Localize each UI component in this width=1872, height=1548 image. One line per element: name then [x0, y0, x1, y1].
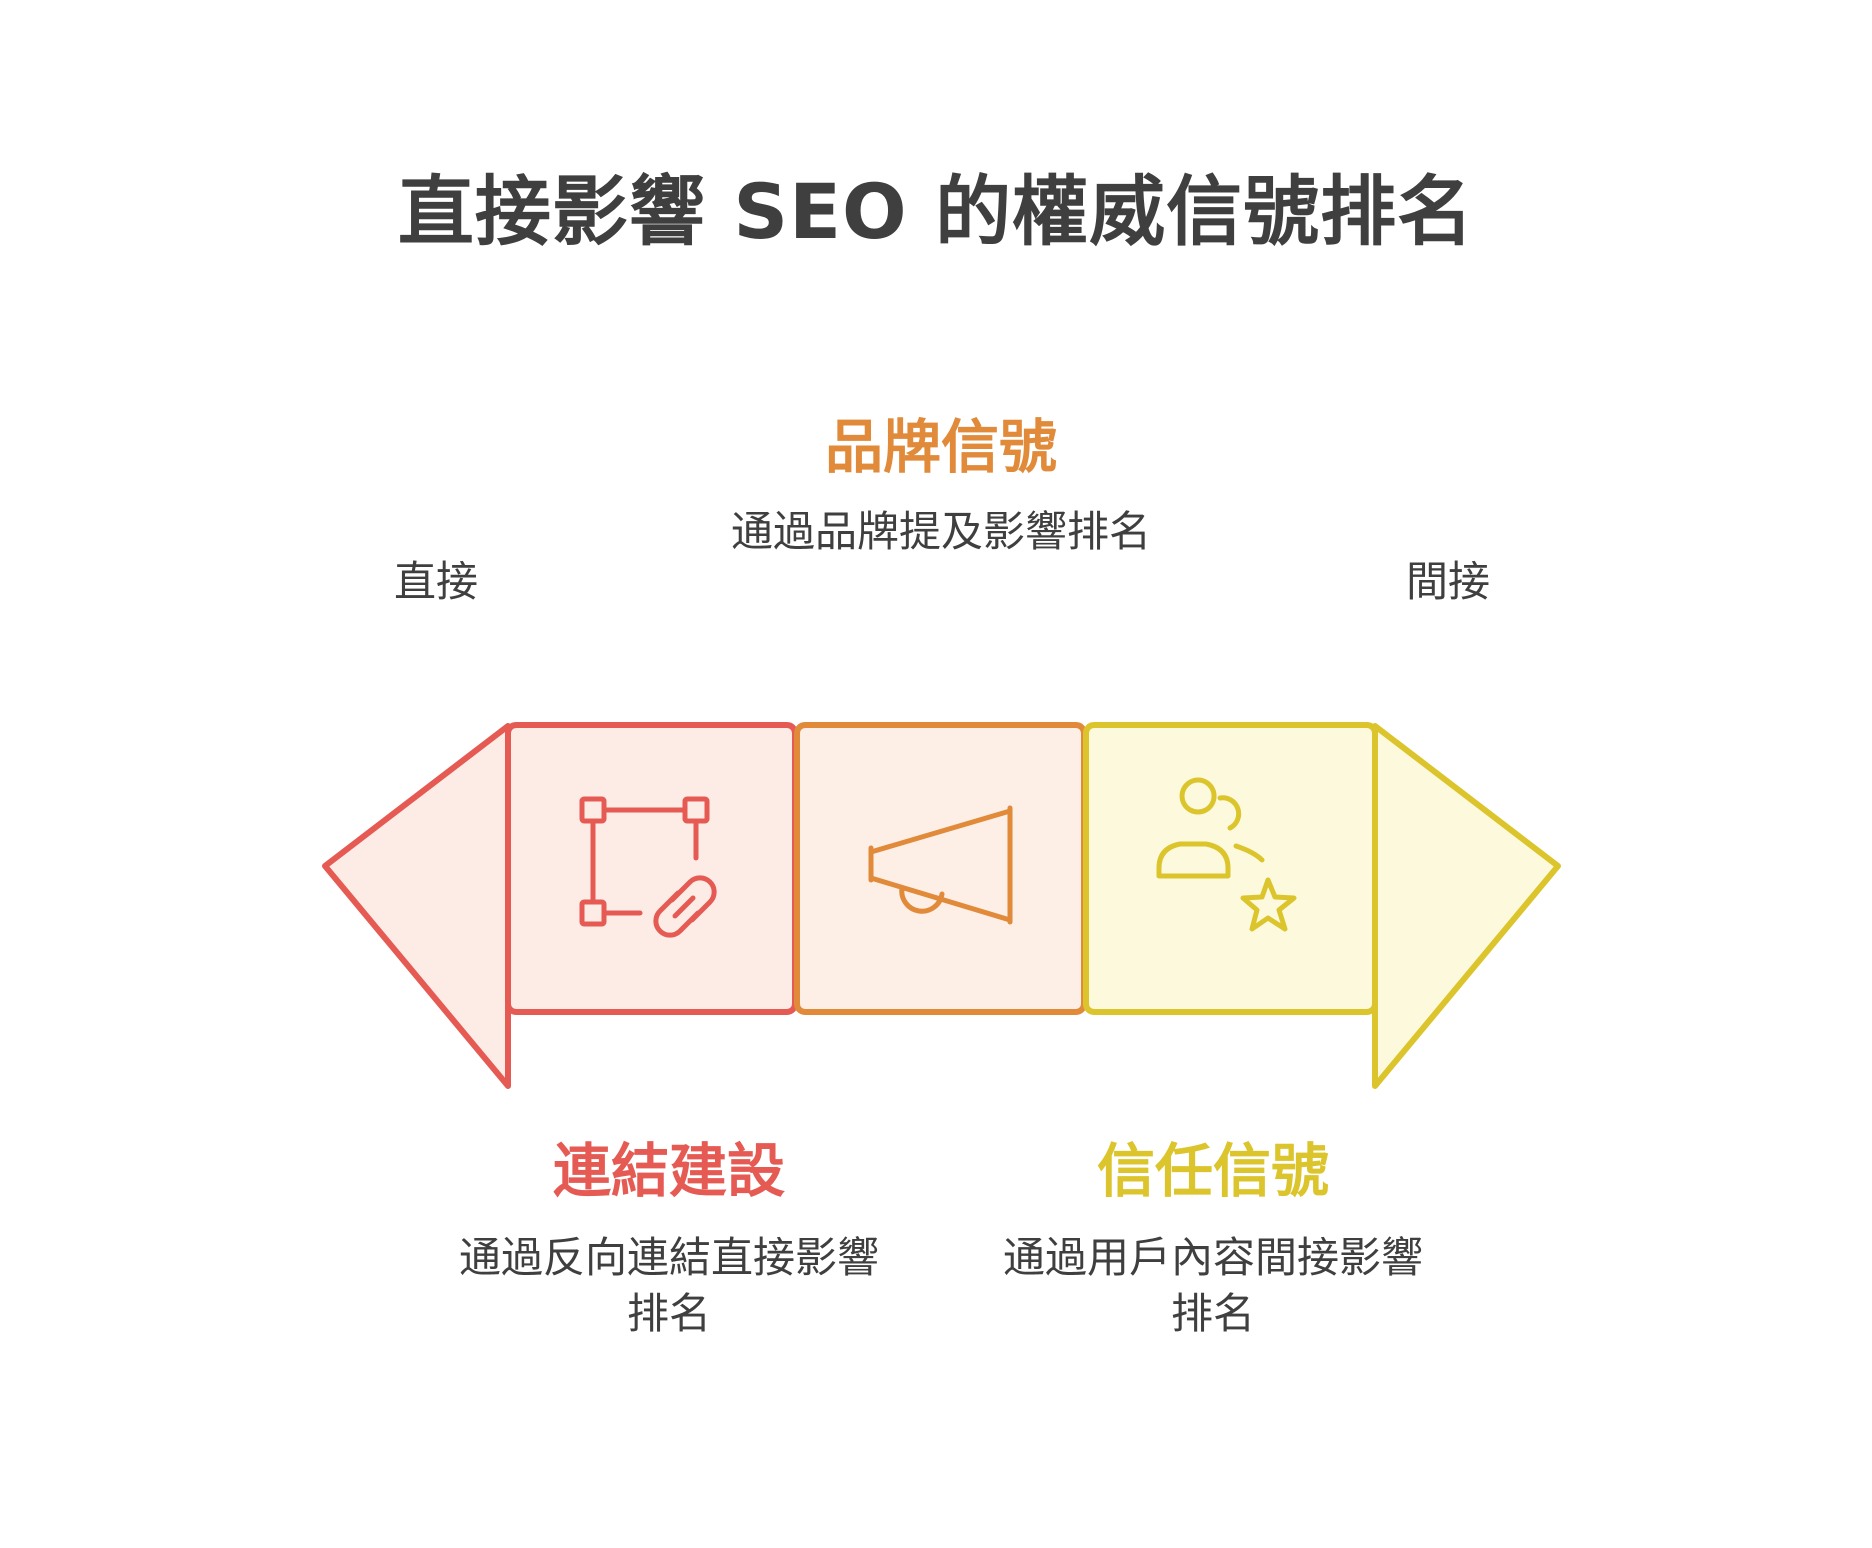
trust-signals-title: 信任信號: [1096, 1137, 1329, 1205]
axis-label-indirect: 間接: [1405, 557, 1490, 606]
megaphone-icon: [868, 805, 1013, 925]
segment-link-building: [505, 722, 798, 1015]
link-building-description: 通過反向連結直接影響排名: [458, 1233, 879, 1338]
brand-signals-description: 通過品牌提及影響排名: [730, 507, 1151, 556]
right-arrow-head: [1372, 723, 1561, 1089]
link-nodes-icon: [579, 796, 717, 938]
left-arrow-head: [322, 723, 511, 1089]
segment-brand-signals: [794, 722, 1087, 1015]
diagram-title: 直接影響 SEO 的權威信號排名: [397, 167, 1475, 256]
users-star-icon: [1156, 777, 1297, 932]
link-building-title: 連結建設: [552, 1137, 785, 1205]
brand-signals-title: 品牌信號: [824, 413, 1057, 481]
axis-label-direct: 直接: [393, 557, 478, 606]
trust-signals-description: 通過用戶內容間接影響排名: [1002, 1233, 1423, 1338]
